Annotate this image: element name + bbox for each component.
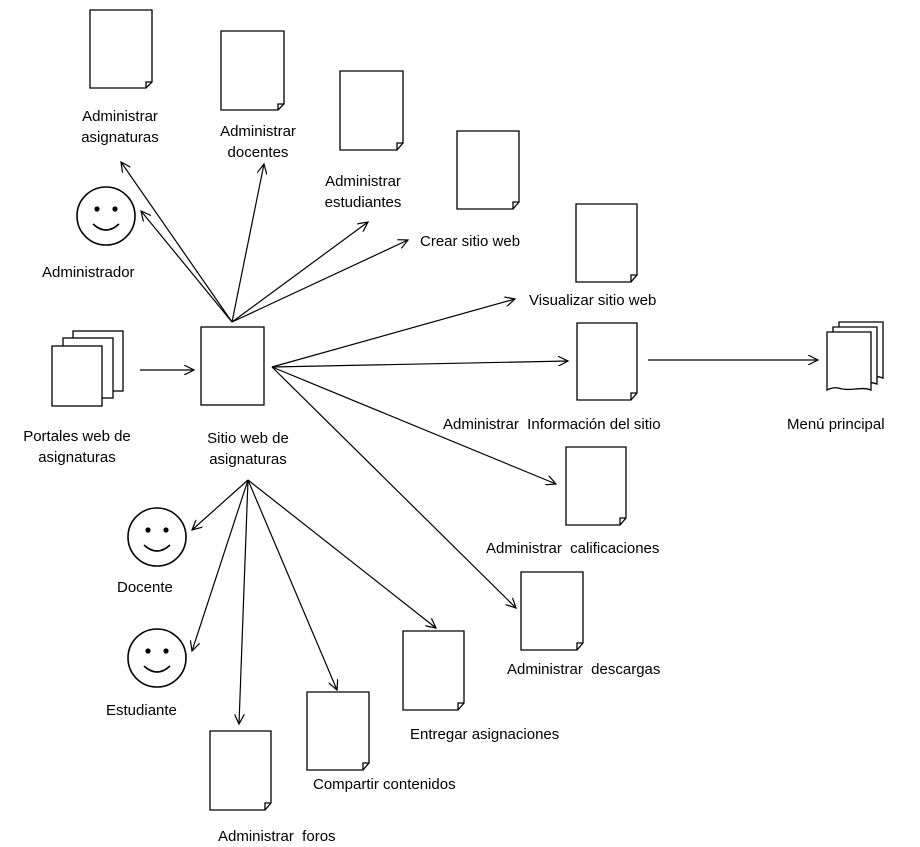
label-adm-estudiantes: Administrar estudiantes [324, 173, 402, 211]
document-icon-adm-calificaciones [565, 446, 627, 526]
arrow-to-adm-calificaciones [271, 366, 556, 484]
document-icon-sitio-web [200, 326, 265, 406]
document-icon-adm-descargas [520, 571, 584, 651]
document-icon-adm-info [576, 322, 638, 401]
document-icon-crear-sitio [456, 130, 520, 210]
arrow-to-adm-foros [239, 479, 249, 724]
label-administrador: Administrador [42, 264, 135, 281]
label-crear-sitio: Crear sitio web [420, 233, 521, 250]
label-portales: Portales web de asignaturas [23, 428, 131, 466]
label-sitio-web: Sitio web de asignaturas [207, 430, 289, 468]
stacked-pages-icon-portales [51, 330, 124, 407]
arrow-to-adm-estudiantes [231, 222, 368, 323]
label-adm-info: Administrar Información del sitio [443, 416, 661, 433]
label-adm-foros: Administrar foros [218, 828, 336, 845]
arrow-to-adm-descargas [271, 366, 516, 608]
arrow-to-compartir-contenidos [247, 479, 337, 690]
arrow-to-adm-info [271, 361, 568, 368]
arrow-to-visualizar-sitio [271, 299, 515, 368]
arrow-to-docente [192, 479, 249, 530]
smiley-icon-estudiante [127, 628, 187, 688]
document-icon-adm-foros [209, 730, 272, 811]
arrow-to-entregar-asignaciones [247, 479, 436, 628]
arrow-to-adm-asignaturas [121, 162, 233, 323]
smiley-icon-administrador [76, 186, 136, 246]
label-entregar-asignaciones: Entregar asignaciones [410, 726, 560, 743]
arrow-to-estudiante [192, 479, 249, 651]
label-adm-docentes: Administrar docentes [220, 123, 296, 161]
label-adm-calificaciones: Administrar calificaciones [486, 540, 660, 557]
label-adm-asignaturas: Administrar asignaturas [81, 108, 159, 146]
document-icon-adm-docentes [220, 30, 285, 111]
arrow-to-administrador [141, 211, 233, 323]
label-estudiante: Estudiante [106, 702, 177, 719]
label-menu-principal: Menú principal [787, 416, 885, 433]
multi-document-icon-menu-principal [826, 321, 884, 392]
document-icon-compartir-contenidos [306, 691, 370, 771]
arrow-to-crear-sitio [231, 240, 408, 323]
document-icon-adm-asignaturas [89, 9, 153, 89]
label-compartir-contenidos: Compartir contenidos [313, 776, 456, 793]
smiley-icon-docente [127, 507, 187, 567]
document-icon-entregar-asignaciones [402, 630, 465, 711]
document-icon-visualizar-sitio [575, 203, 638, 283]
document-icon-adm-estudiantes [339, 70, 404, 151]
label-visualizar-sitio: Visualizar sitio web [529, 292, 657, 309]
label-docente: Docente [117, 579, 173, 596]
label-adm-descargas: Administrar descargas [507, 661, 661, 678]
arrow-to-adm-docentes [231, 164, 264, 323]
